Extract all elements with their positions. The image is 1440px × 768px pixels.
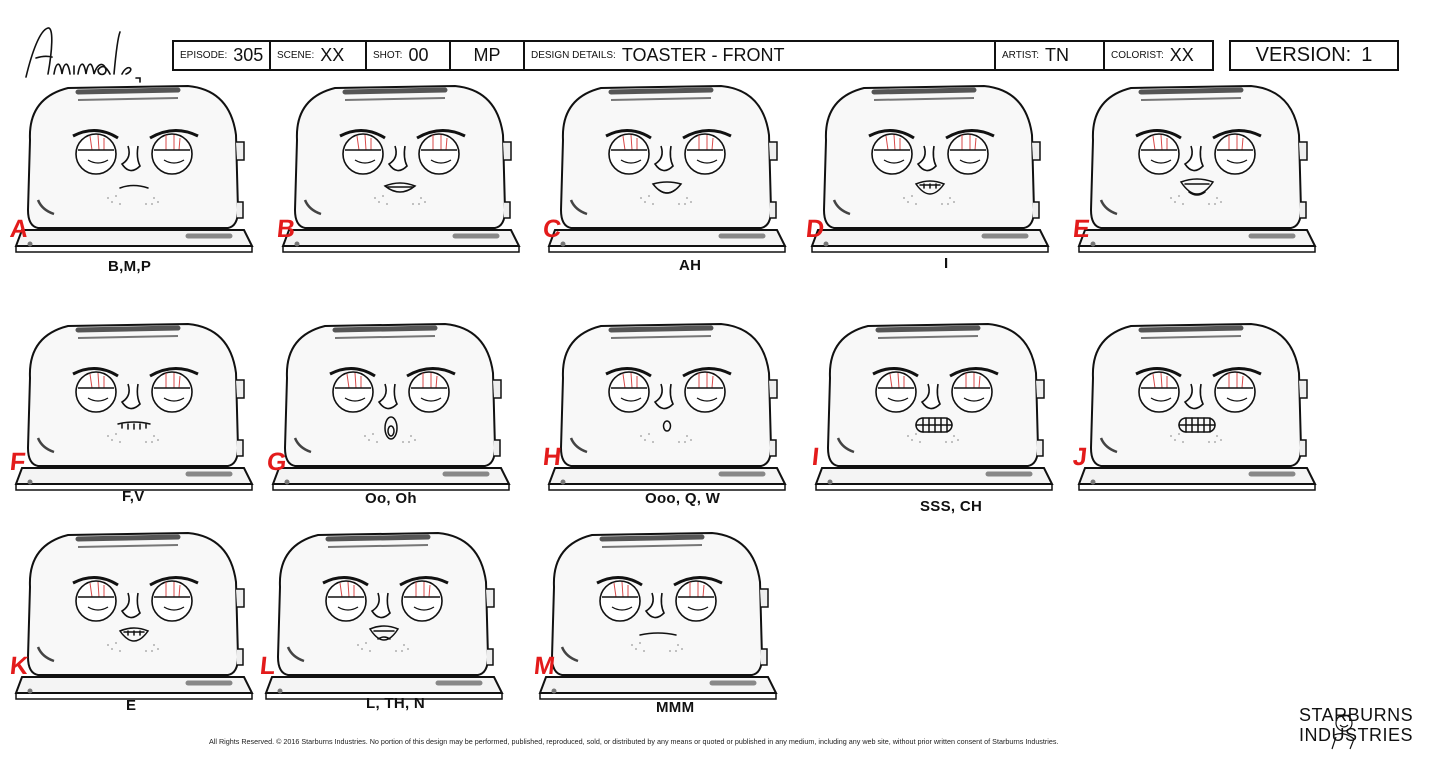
design-value: TOASTER - FRONT [621,45,785,65]
panel-b: B [275,80,525,280]
panel-letter: F [8,448,27,476]
phoneme-caption: F,V [122,488,145,505]
shot-label: SHOT: [373,50,403,61]
panel-f: F F,V [8,318,258,518]
artist-cell: ARTIST: TN [996,42,1105,69]
artist-label: ARTIST: [1002,50,1040,61]
version-box: VERSION: 1 [1229,40,1399,71]
panel-k: K E [8,527,258,727]
toaster-illustration [814,322,1054,491]
phoneme-caption: I [944,255,949,272]
toaster-illustration [271,322,511,491]
panel-a: A B,M,P [8,80,258,280]
toaster-illustration [14,322,254,491]
toaster-illustration [14,531,254,700]
starburns-mascot-logo [1331,714,1355,750]
panel-e: E [1071,80,1321,280]
brand-line2: INDUSTRIES [1299,725,1414,745]
panel-m: M MMM [532,527,782,727]
toaster-illustration [14,84,254,253]
brand-line1: STARBURNS [1299,705,1414,725]
panel-letter: G [265,448,288,476]
toaster-illustration [810,84,1050,253]
code-value: MP [473,45,501,65]
episode-label: EPISODE: [180,50,228,61]
colorist-label: COLORIST: [1111,50,1164,61]
panel-letter: L [258,652,277,680]
version-label: VERSION: [1255,44,1352,66]
info-header-bar: EPISODE: 305 SCENE: XX SHOT: 00 MP DESIG… [172,40,1214,71]
panel-letter: B [275,215,297,243]
panel-letter: C [541,215,563,243]
animals-logo [25,27,141,83]
episode-cell: EPISODE: 305 [174,42,271,69]
panel-letter: D [804,215,826,243]
panel-l: L L, TH, N [258,527,508,727]
copyright-footer: All Rights Reserved. © 2016 Starburns In… [209,737,1059,746]
panel-letter: A [8,215,30,243]
shot-cell: SHOT: 00 [367,42,451,69]
design-cell: DESIGN DETAILS: TOASTER - FRONT [525,42,996,69]
colorist-cell: COLORIST: XX [1105,42,1212,69]
toaster-illustration [547,84,787,253]
phoneme-caption: E [126,697,137,714]
panel-h: H Ooo, Q, W [541,318,791,518]
phoneme-caption: B,M,P [108,258,152,275]
toaster-illustration [538,531,778,700]
version-value: 1 [1361,44,1373,66]
scene-cell: SCENE: XX [271,42,367,69]
phoneme-caption: Oo, Oh [365,490,417,507]
panel-i: I SSS, CH [808,318,1058,518]
toaster-illustration [1077,84,1317,253]
starburns-brand: STARBURNS INDUSTRIES [1299,705,1413,745]
scene-value: XX [320,45,345,65]
panel-letter: H [541,443,563,471]
phoneme-caption: AH [679,257,702,274]
artist-value: TN [1045,45,1070,65]
phoneme-caption: Ooo, Q, W [645,490,721,507]
toaster-illustration [281,84,521,253]
toaster-illustration [1077,322,1317,491]
code-cell: MP [451,42,525,69]
toaster-illustration [547,322,787,491]
panel-letter: K [8,652,30,680]
panel-letter: M [532,652,557,680]
shot-value: 00 [408,45,429,65]
toaster-illustration [264,531,504,700]
panel-g: G Oo, Oh [265,318,515,518]
scene-label: SCENE: [277,50,315,61]
episode-value: 305 [233,45,264,65]
phoneme-caption: SSS, CH [920,498,983,515]
panel-letter: E [1071,215,1092,243]
phoneme-caption: L, TH, N [366,695,426,712]
panel-j: J [1071,318,1321,518]
panel-c: C AH [541,80,791,280]
phoneme-caption: MMM [656,699,695,716]
panel-d: D I [804,80,1054,280]
colorist-value: XX [1169,45,1194,65]
design-label: DESIGN DETAILS: [531,50,616,61]
